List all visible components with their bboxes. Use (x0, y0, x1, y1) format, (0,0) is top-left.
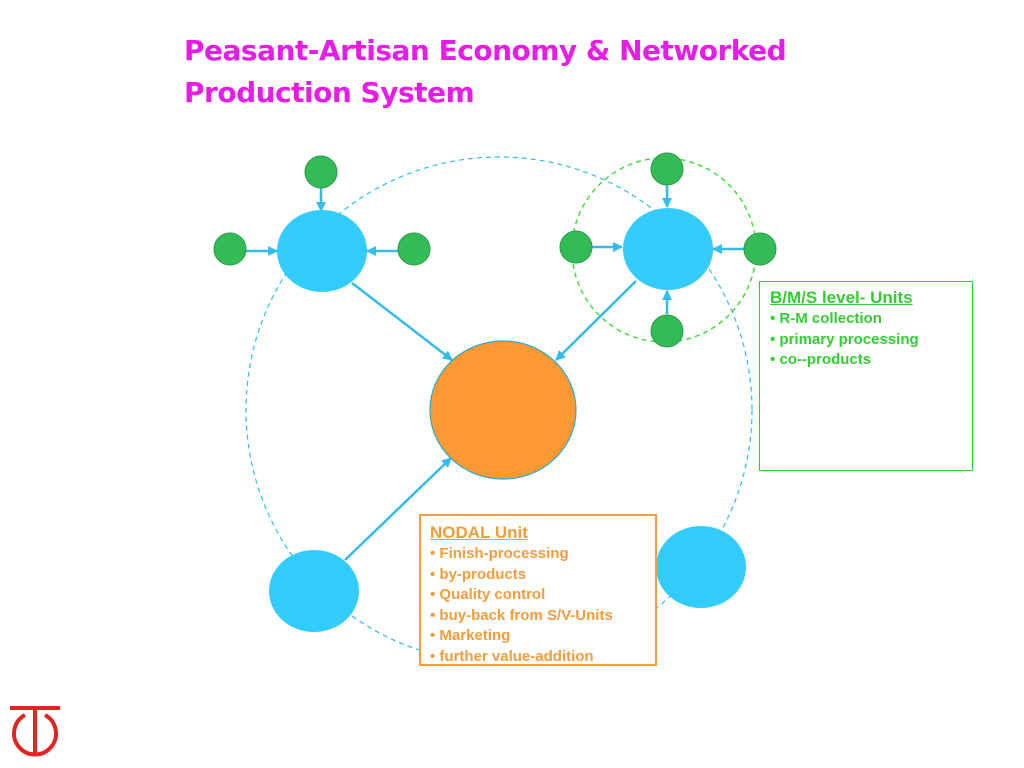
raw-material-node (650, 152, 684, 186)
bms-box-list: R-M collection primary processing co--pr… (770, 309, 962, 371)
list-item: by-products (430, 565, 646, 586)
list-item: Quality control (430, 585, 646, 606)
nodal-box-heading: NODAL Unit (430, 523, 528, 542)
arrow-right-unit-to-nodal (555, 280, 637, 361)
list-item: co--products (770, 350, 962, 371)
nodal-unit-box: NODAL Unit Finish-processing by-products… (419, 514, 657, 666)
arrow-left-unit-to-nodal (351, 282, 453, 361)
raw-material-node (743, 232, 777, 266)
production-unit-node (623, 208, 713, 290)
production-unit-node (277, 210, 367, 292)
nodal-unit-node (429, 340, 577, 480)
production-unit-node (656, 526, 746, 608)
list-item: R-M collection (770, 309, 962, 330)
bms-level-units-box: B/M/S level- Units R-M collection primar… (759, 281, 973, 471)
raw-material-node (213, 232, 247, 266)
institution-logo-icon (10, 706, 60, 757)
raw-material-node (304, 155, 338, 189)
list-item: Finish-processing (430, 544, 646, 565)
list-item: buy-back from S/V-Units (430, 606, 646, 627)
raw-material-node (397, 232, 431, 266)
production-unit-node (269, 550, 359, 632)
list-item: primary processing (770, 330, 962, 351)
raw-material-node (650, 314, 684, 348)
list-item: further value-addition (430, 647, 646, 668)
arrow-bottom-unit-to-nodal (344, 457, 452, 561)
bms-box-heading: B/M/S level- Units (770, 288, 913, 307)
list-item: Marketing (430, 626, 646, 647)
nodal-box-list: Finish-processing by-products Quality co… (430, 544, 646, 668)
raw-material-node (559, 230, 593, 264)
slide-title: Peasant-Artisan Economy & Networked Prod… (184, 34, 787, 109)
